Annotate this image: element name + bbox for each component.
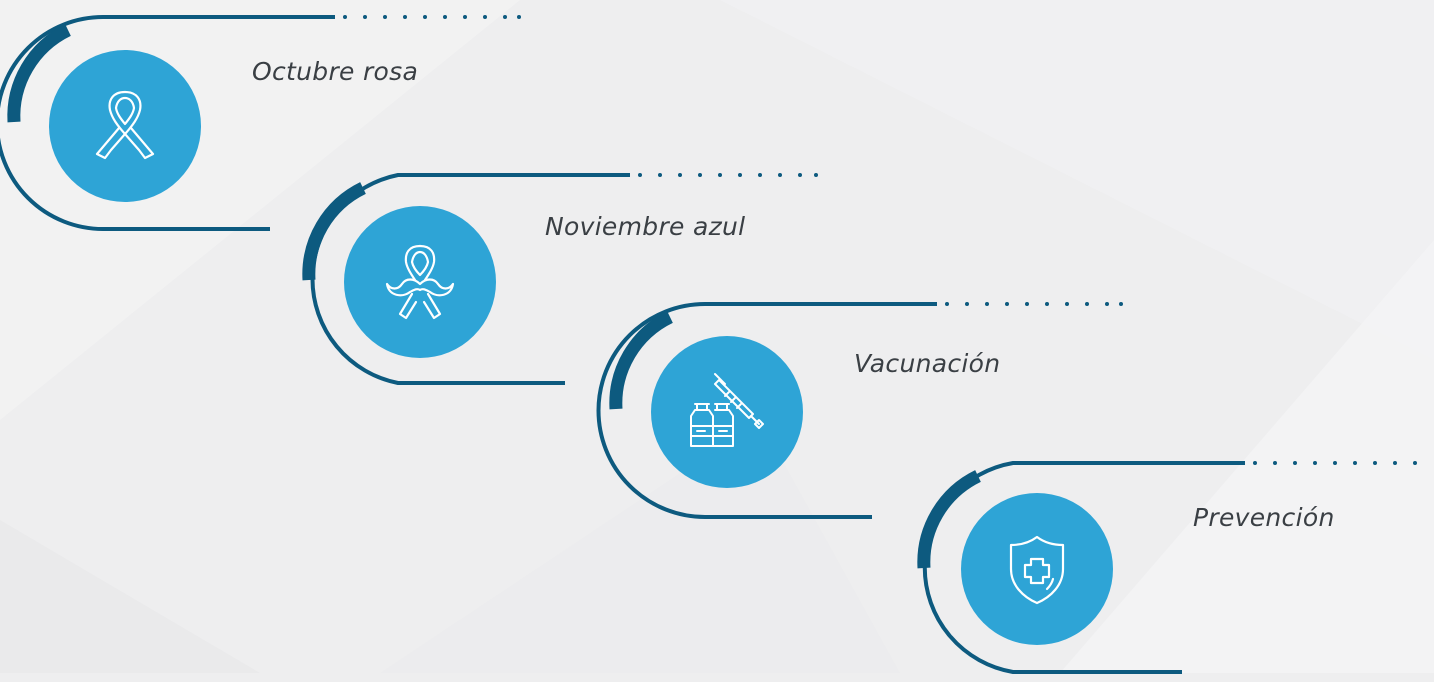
timeline-step-vacunacion: Vacunación xyxy=(596,302,1170,519)
dotted-line xyxy=(1253,461,1417,465)
step-frame xyxy=(917,461,1417,674)
step-icon-circle xyxy=(49,50,201,202)
step-label: Octubre rosa xyxy=(252,57,419,86)
ribbon-mustache-icon xyxy=(385,244,455,320)
syringe-vials-icon xyxy=(690,373,764,447)
timeline-step-octubre-rosa: Octubre rosa xyxy=(0,15,568,231)
step-frame xyxy=(596,302,1123,519)
step-icon-circle xyxy=(651,336,803,488)
step-label: Prevención xyxy=(1193,503,1335,532)
step-icon-circle xyxy=(344,206,496,358)
step-label: Noviembre azul xyxy=(545,212,746,241)
step-frame xyxy=(0,15,521,231)
dotted-line xyxy=(945,302,1123,306)
step-label: Vacunación xyxy=(854,349,1001,378)
shield-cross-icon xyxy=(1009,535,1065,605)
timeline-step-noviembre-azul: Noviembre azul xyxy=(302,173,863,385)
step-icon-circle xyxy=(961,493,1113,645)
dotted-line xyxy=(638,173,818,177)
timeline-step-prevencion: Prevención xyxy=(917,461,1434,674)
step-frame xyxy=(302,173,818,385)
awareness-ribbon-icon xyxy=(95,90,155,160)
dotted-line xyxy=(343,15,521,19)
